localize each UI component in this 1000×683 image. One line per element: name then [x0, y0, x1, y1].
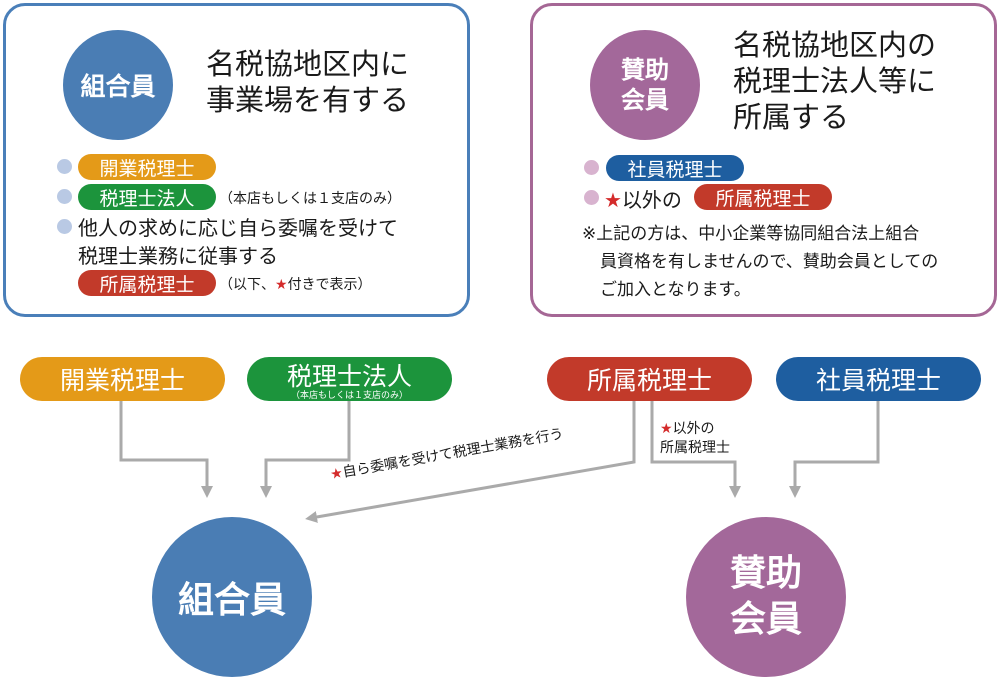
- item-shozoku-label: 所属税理士: [99, 273, 195, 296]
- source-hojin-sublabel: （本店もしくは１支店のみ）: [290, 391, 408, 401]
- supporting-headline-line2: 税理士法人等に: [733, 64, 937, 98]
- branch-label-line2: 所属税理士: [660, 440, 730, 456]
- supporting-note-line2: 員資格を有しませんので、賛助会員としての: [600, 252, 939, 272]
- arrow-kaigyo-to-member: [119, 401, 213, 498]
- source-hojin: 税理士法人 （本店もしくは１支店のみ）: [247, 357, 452, 401]
- member-headline-line1: 名税協地区内に: [206, 47, 410, 81]
- item-kaigyo-label: 開業税理士: [99, 157, 195, 180]
- item-other-shozoku-label: 所属税理士: [715, 187, 811, 210]
- supporting-headline-line1: 名税協地区内の: [733, 28, 937, 62]
- source-hojin-label: 税理士法人: [286, 362, 412, 391]
- supporting-headline-line3: 所属する: [733, 100, 850, 134]
- item-shain-label: 社員税理士: [627, 158, 723, 181]
- item-shozoku-pill: 所属税理士: [78, 270, 216, 296]
- item-self-commission-line2: 税理士業務に従事する: [78, 244, 278, 268]
- arrow-shozoku-to-supporting: [650, 401, 741, 498]
- arrow-hojin-to-member: [260, 401, 351, 498]
- target-member: 組合員: [152, 517, 312, 677]
- source-shozoku: 所属税理士: [547, 357, 752, 401]
- member-headline: 名税協地区内に 事業場を有する: [206, 46, 409, 118]
- target-member-label: 組合員: [177, 580, 286, 621]
- branch-label-line1: 以外の: [672, 421, 715, 437]
- item-hojin-note: （本店もしくは１支店のみ）: [219, 191, 401, 207]
- member-badge: 組合員: [63, 30, 173, 140]
- star-icon: ★: [660, 421, 673, 437]
- bullet-dot: [57, 189, 72, 204]
- item-other-shozoku-text: ★以外の: [604, 184, 682, 213]
- item-hojin-label: 税理士法人: [99, 187, 195, 210]
- supporting-member-badge: 賛助 会員: [590, 30, 700, 140]
- star-icon: ★: [275, 277, 288, 293]
- item-shozoku-note: （以下、★付きで表示）: [219, 274, 372, 294]
- source-shain-label: 社員税理士: [815, 366, 941, 395]
- supporting-badge-line2: 会員: [621, 86, 669, 114]
- item-other-shozoku-pill: 所属税理士: [694, 184, 832, 210]
- member-headline-line2: 事業場を有する: [206, 83, 410, 117]
- item-shozoku-note-pre: （以下、: [219, 277, 275, 293]
- supporting-badge-line1: 賛助: [621, 56, 669, 84]
- target-supporting-member: 賛助 会員: [686, 517, 846, 677]
- supporting-note-line3: ご加入となります。: [600, 280, 751, 300]
- bullet-dot: [584, 160, 599, 175]
- source-kaigyo: 開業税理士: [20, 357, 225, 401]
- item-kaigyo-pill: 開業税理士: [78, 154, 216, 180]
- star-icon: ★: [604, 188, 622, 212]
- branch-label: ★以外の 所属税理士: [660, 420, 730, 458]
- item-self-commission-line1: 他人の求めに応じ自ら委嘱を受けて: [78, 216, 398, 240]
- source-shozoku-label: 所属税理士: [586, 366, 712, 395]
- target-supporting-line1: 賛助: [729, 553, 802, 594]
- target-supporting-line2: 会員: [729, 599, 802, 640]
- supporting-headline: 名税協地区内の 税理士法人等に 所属する: [733, 27, 936, 135]
- item-hojin-pill: 税理士法人: [78, 184, 216, 210]
- bullet-dot: [57, 159, 72, 174]
- bullet-dot: [57, 219, 72, 234]
- bullet-dot: [584, 190, 599, 205]
- item-shozoku-note-post: 付きで表示）: [287, 277, 372, 293]
- source-shain: 社員税理士: [776, 357, 981, 401]
- source-kaigyo-label: 開業税理士: [59, 366, 185, 395]
- arrow-shozoku-to-member: [305, 401, 636, 523]
- member-badge-label: 組合員: [80, 72, 156, 101]
- item-other-text: 以外の: [621, 188, 682, 212]
- arrow-shain-to-supporting: [789, 401, 880, 498]
- item-shain-pill: 社員税理士: [606, 155, 744, 181]
- supporting-note-line1: ※上記の方は、中小企業等協同組合法上組合: [582, 224, 920, 244]
